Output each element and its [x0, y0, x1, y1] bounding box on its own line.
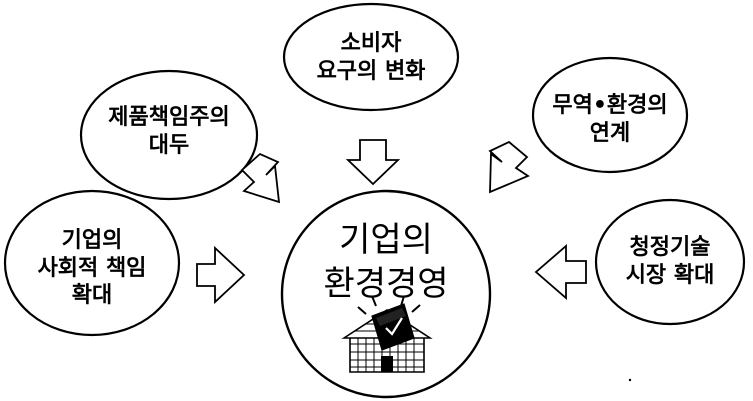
center-label-line1: 기업의 — [339, 220, 433, 260]
factor-social-responsibility-ellipse — [3, 189, 181, 337]
factor-product-liability-line1: 제품책임주의 — [108, 105, 230, 130]
factor-product-liability-label: 제품책임주의 대두 — [89, 104, 249, 159]
factor-product-liability-line2: 대두 — [148, 132, 190, 158]
factor-trade-environment-line2: 연계 — [589, 120, 631, 146]
factor-clean-tech-line1: 청정기술 — [629, 235, 711, 260]
factor-consumer-line2: 요구의 변화 — [316, 58, 426, 84]
arrow-left-clean-tech — [534, 244, 587, 300]
factor-social-responsibility-label: 기업의 사회적 책임 확대 — [22, 227, 162, 310]
factor-trade-environment-ellipse — [531, 56, 689, 174]
stray-dot — [628, 378, 632, 382]
factor-clean-tech-line2: 시장 확대 — [625, 262, 715, 288]
factor-social-responsibility-line2: 사회적 책임 — [37, 255, 147, 281]
center-label-line2: 환경경영 — [323, 264, 449, 305]
factor-social-responsibility-line3: 확대 — [71, 283, 113, 308]
arrow-right-social-responsibility — [196, 245, 246, 305]
factor-consumer-ellipse — [282, 2, 460, 112]
center-environmental-management-circle — [280, 189, 492, 399]
factor-product-liability-ellipse — [79, 69, 259, 201]
factor-clean-tech-ellipse — [594, 198, 746, 326]
center-label: 기업의 환경경영 — [316, 218, 456, 306]
arrow-down-consumer — [345, 139, 401, 186]
factor-trade-environment-line1: 무역•환경의 — [552, 93, 668, 118]
house-with-checkmark-book-icon — [341, 295, 433, 373]
factor-consumer-line1: 소비자 — [340, 31, 402, 56]
arrow-diag-trade-environment — [488, 140, 530, 194]
factor-trade-environment-label: 무역•환경의 연계 — [545, 92, 675, 147]
factor-social-responsibility-line1: 기업의 — [61, 228, 123, 253]
factor-consumer-label: 소비자 요구의 변화 — [311, 30, 431, 85]
arrow-diag-product-liability — [240, 152, 281, 204]
factor-clean-tech-label: 청정기술 시장 확대 — [610, 234, 730, 289]
